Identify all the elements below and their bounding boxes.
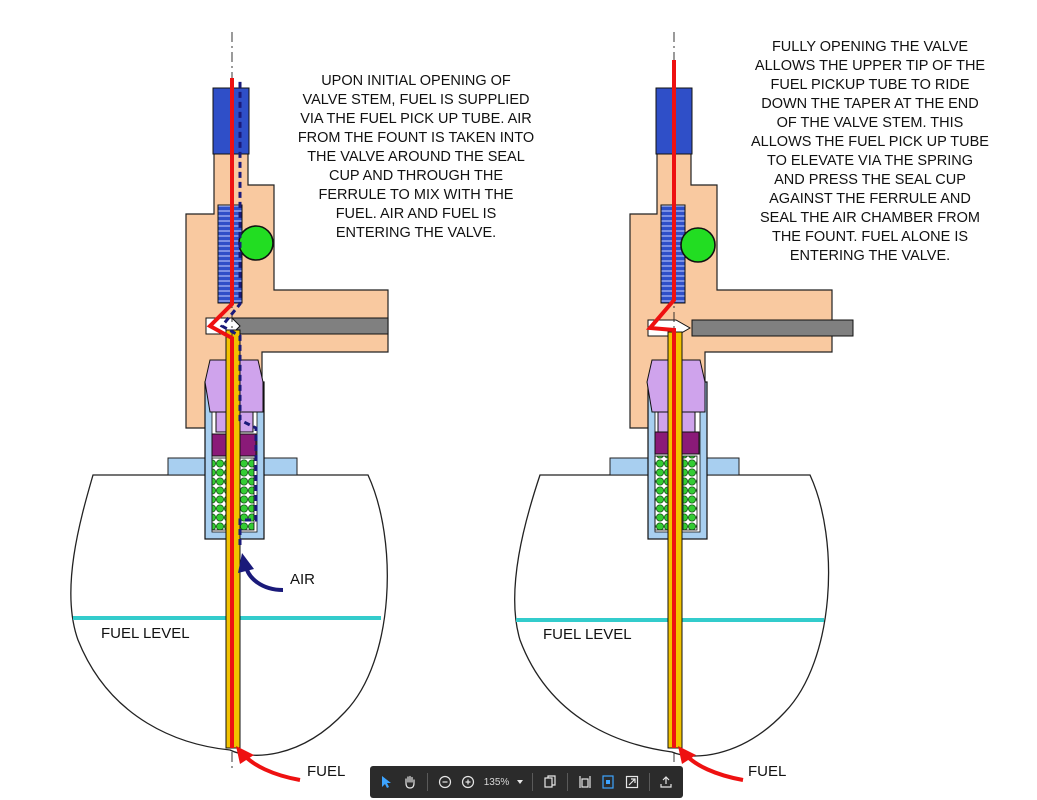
zoom-level[interactable]: 135% bbox=[483, 776, 510, 788]
right-caption: FULLY OPENING THE VALVE ALLOWS THE UPPER… bbox=[751, 39, 989, 264]
zoom-in-icon[interactable] bbox=[458, 770, 480, 794]
right-valve-knob bbox=[680, 227, 716, 263]
left-valve-assembly bbox=[70, 32, 389, 782]
left-air-arrowhead bbox=[238, 553, 254, 573]
right-fuel-arrowhead bbox=[678, 746, 696, 764]
right-spring-b bbox=[682, 455, 698, 531]
viewer-toolbar: 135% bbox=[370, 766, 683, 798]
left-fuel-arrowhead bbox=[236, 746, 254, 764]
left-caption: UPON INITIAL OPENING OF VALVE STEM, FUEL… bbox=[297, 73, 535, 241]
left-air-label: AIR bbox=[290, 571, 316, 588]
toolbar-separator bbox=[648, 773, 650, 791]
toolbar-separator bbox=[566, 773, 568, 791]
zoom-dropdown-icon[interactable] bbox=[514, 770, 527, 794]
select-cursor-icon[interactable] bbox=[376, 770, 398, 794]
left-fuel-arrow bbox=[242, 753, 301, 782]
toolbar-separator bbox=[532, 773, 534, 791]
fullscreen-icon[interactable] bbox=[621, 770, 643, 794]
left-valve-stem-rod bbox=[229, 317, 389, 335]
page-view-icon[interactable] bbox=[539, 770, 561, 794]
toolbar-separator bbox=[427, 773, 429, 791]
share-upload-icon[interactable] bbox=[655, 770, 677, 794]
left-spring-a bbox=[211, 457, 227, 531]
fit-page-icon[interactable] bbox=[597, 770, 619, 794]
right-spring-a bbox=[654, 455, 670, 531]
zoom-out-icon[interactable] bbox=[434, 770, 456, 794]
left-valve-knob bbox=[238, 225, 274, 261]
right-valve-stem-rod bbox=[691, 319, 854, 337]
right-fuel-level-label: FUEL LEVEL bbox=[543, 626, 632, 643]
right-fuel-label: FUEL bbox=[748, 763, 787, 780]
left-fuel-label: FUEL bbox=[307, 763, 346, 780]
right-fuel-arrow bbox=[684, 753, 744, 782]
left-fuel-level-label: FUEL LEVEL bbox=[101, 625, 190, 642]
left-air-path bbox=[219, 78, 258, 545]
hand-pan-icon[interactable] bbox=[400, 770, 422, 794]
right-fuel-path bbox=[645, 60, 676, 748]
left-fuel-path bbox=[206, 78, 234, 748]
fit-width-icon[interactable] bbox=[574, 770, 596, 794]
right-valve-assembly bbox=[514, 32, 854, 782]
